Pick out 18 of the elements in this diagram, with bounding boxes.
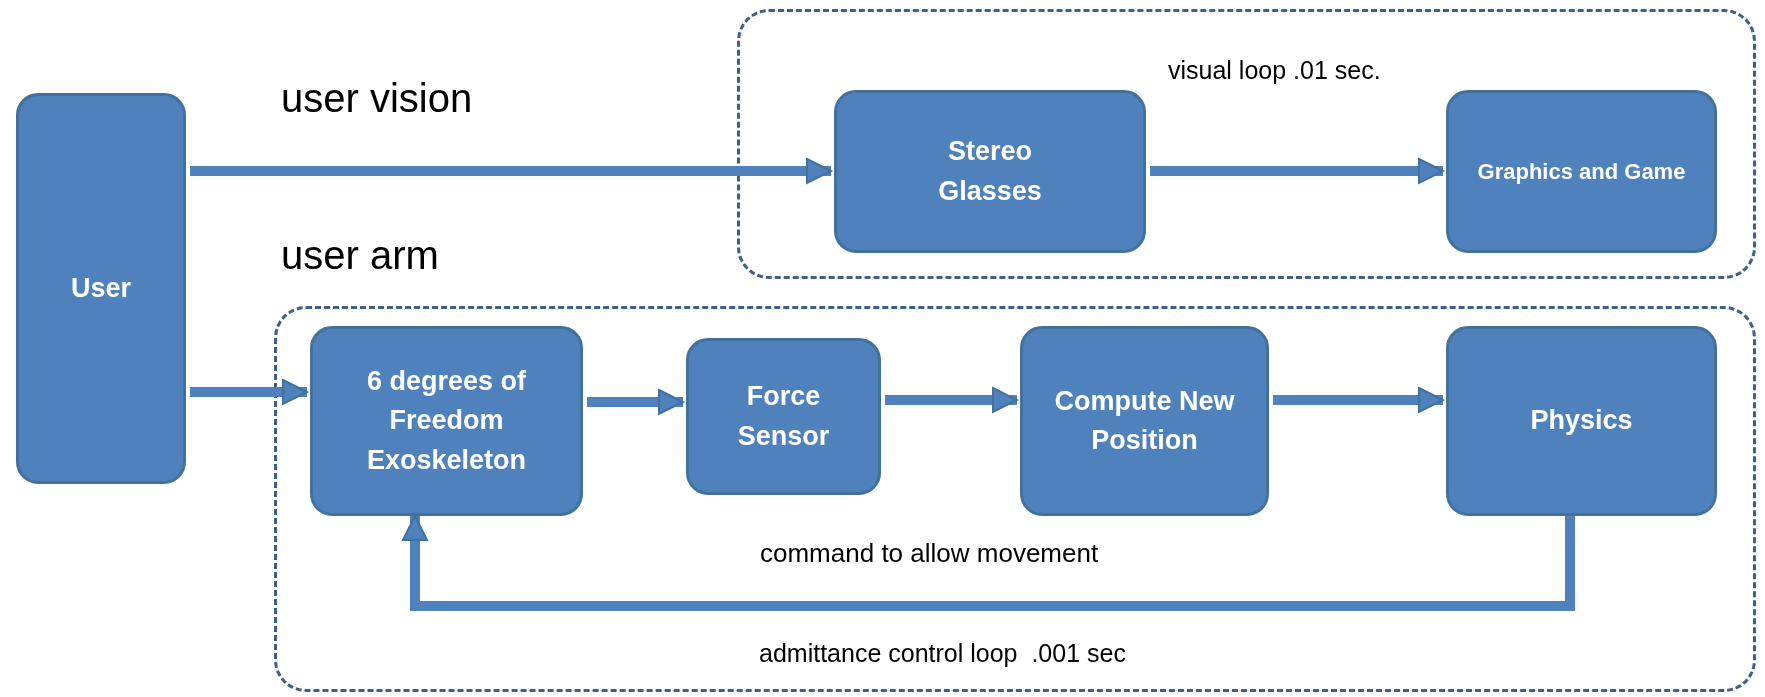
block-arrow	[1150, 158, 1444, 184]
process-box: Physics	[1446, 326, 1717, 516]
process-box: User	[16, 93, 186, 484]
block-arrow	[587, 389, 684, 415]
block-arrow	[1273, 387, 1444, 413]
process-box: 6 degrees of Freedom Exoskeleton	[310, 326, 583, 516]
loop-caption: visual loop .01 sec.	[1168, 56, 1381, 85]
dashed-group-box	[737, 9, 1756, 279]
loop-caption: admittance control loop .001 sec	[759, 639, 1126, 668]
block-arrow	[885, 387, 1018, 413]
block-arrow	[402, 515, 1575, 611]
process-box: Stereo Glasses	[834, 90, 1146, 253]
process-box: Graphics and Game	[1446, 90, 1717, 253]
process-box: Force Sensor	[686, 338, 881, 495]
process-box: Compute New Position	[1020, 326, 1269, 516]
block-arrow	[190, 158, 832, 184]
block-arrow	[190, 379, 308, 405]
dashed-group-box	[274, 306, 1756, 692]
